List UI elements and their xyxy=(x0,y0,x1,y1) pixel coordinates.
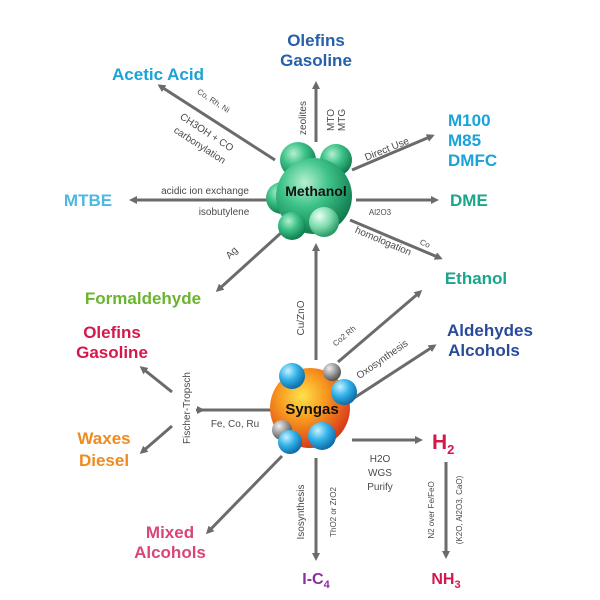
label-purify: Purify xyxy=(367,482,393,493)
nh3-main: NH xyxy=(431,571,454,588)
product-mixed: Mixed xyxy=(146,523,194,542)
label-h2o: H2O xyxy=(370,454,391,465)
product-nh3: NH3 xyxy=(431,571,460,591)
methanol-node: Methanol xyxy=(266,142,352,240)
product-ic4: I-C4 xyxy=(302,571,330,591)
product-ethanol: Ethanol xyxy=(445,269,507,288)
label-mtg: MTG xyxy=(337,109,348,131)
product-labels: Olefins Gasoline Acetic Acid M100 M85 DM… xyxy=(64,31,533,591)
product-m100: M100 xyxy=(448,111,491,130)
ic4-main: I-C xyxy=(302,571,324,588)
syngas-node: Syngas xyxy=(270,363,357,454)
label-wgs: WGS xyxy=(368,468,392,479)
label-ag: Ag xyxy=(224,245,240,261)
syngas-label: Syngas xyxy=(285,401,338,418)
methanol-bulb-bottom-left xyxy=(278,212,306,240)
arrow-methanol-direct-use xyxy=(351,134,435,172)
h2-main: H xyxy=(432,431,447,454)
arrow-methanol-ethanol xyxy=(349,218,443,260)
product-aldehydes: Aldehydes xyxy=(447,321,533,340)
syngas-blue-atom-right xyxy=(331,379,357,405)
product-acetic-acid: Acetic Acid xyxy=(112,65,204,84)
product-m85: M85 xyxy=(448,131,481,150)
product-gasoline-left: Gasoline xyxy=(76,343,148,362)
label-cu-zno: Cu/ZnO xyxy=(296,300,307,335)
label-fe-co-ru: Fe, Co, Ru xyxy=(211,419,259,430)
product-diesel: Diesel xyxy=(79,451,129,470)
product-h2: H2 xyxy=(432,431,454,457)
label-al2o3: Al2O3 xyxy=(369,208,392,217)
ic4-subscript: 4 xyxy=(324,579,331,591)
methanol-bulb-bottom-right xyxy=(309,207,339,237)
reaction-arrows xyxy=(129,81,450,561)
syngas-blue-atom-bottom-right xyxy=(308,422,336,450)
product-olefins-left: Olefins xyxy=(83,323,141,342)
arrow-methanol-formaldehyde xyxy=(215,230,284,293)
product-dme: DME xyxy=(450,191,488,210)
nh3-subscript: 3 xyxy=(454,579,460,591)
product-formaldehyde: Formaldehyde xyxy=(85,289,201,308)
h2-subscript: 2 xyxy=(447,442,454,457)
label-co2-rh: Co2 Rh xyxy=(331,324,358,348)
label-isobutylene: isobutylene xyxy=(199,207,250,218)
label-isosynthesis: Isosynthesis xyxy=(296,484,307,539)
arrow-ft-waxes xyxy=(139,424,173,454)
product-mixed-alcohols: Alcohols xyxy=(134,543,206,562)
label-tho2-zro2: ThO2 or ZrO2 xyxy=(329,487,338,537)
product-waxes: Waxes xyxy=(77,429,130,448)
label-oxosynthesis: Oxosynthesis xyxy=(355,338,410,381)
label-mto: MTO xyxy=(326,109,337,131)
label-acidic-ion-exchange: acidic ion exchange xyxy=(161,186,249,197)
arrow-syngas-ethanol xyxy=(337,290,423,364)
arrow-syngas-mixed-alcohols xyxy=(205,454,284,535)
product-alcohols: Alcohols xyxy=(448,341,520,360)
label-n2-over-fe: N2 over Fe/FeO xyxy=(427,481,436,538)
arrow-ft-olefins xyxy=(139,366,173,394)
methanol-label: Methanol xyxy=(285,183,346,199)
product-dmfc: DMFC xyxy=(448,151,497,170)
product-mtbe: MTBE xyxy=(64,191,112,210)
arrow-syngas-aldehydes xyxy=(353,344,437,400)
product-olefins-top: Olefins xyxy=(287,31,345,50)
label-zeolites: zeolites xyxy=(298,101,309,135)
syngas-blue-atom-bottom-left xyxy=(278,430,302,454)
label-direct-use: Direct Use xyxy=(363,136,411,164)
arrow-methanol-acetic-acid xyxy=(157,84,276,162)
label-fischer-tropsch: Fischer-Tropsch xyxy=(182,372,193,444)
product-gasoline-top: Gasoline xyxy=(280,51,352,70)
syngas-gray-atom-top-right xyxy=(323,363,341,381)
label-co: Co xyxy=(419,238,432,250)
label-k2o-al2o3-cao: (K2O, Al2O3, CaO) xyxy=(455,475,464,544)
syngas-blue-atom-top-left xyxy=(279,363,305,389)
